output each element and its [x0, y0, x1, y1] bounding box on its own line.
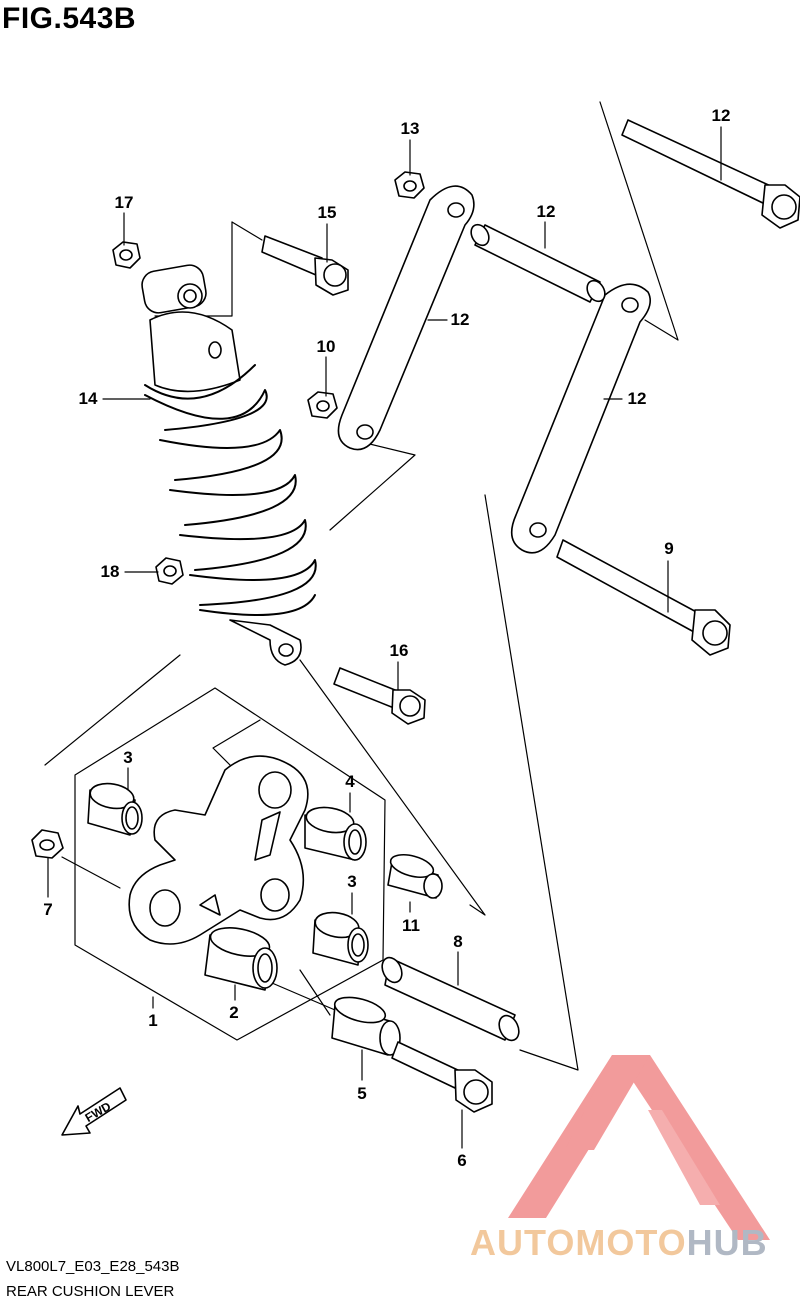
- callout-14: 12: [711, 106, 731, 125]
- link-12-right: [510, 283, 651, 554]
- diagram-code: VL800L7_E03_E28_543B: [6, 1258, 180, 1275]
- watermark-part1: AUTOMOTO: [470, 1222, 687, 1263]
- bolt-18: [333, 667, 426, 725]
- diagram-caption: REAR CUSHION LEVER: [6, 1283, 175, 1300]
- callout-11: 11: [402, 916, 420, 935]
- bushing-2: [204, 927, 278, 991]
- callout-6: 6: [457, 1151, 467, 1170]
- callout-3-top: 3: [123, 748, 133, 767]
- guide-lines: [44, 101, 679, 1071]
- bushing-3-bottom: [312, 911, 369, 966]
- nut-19-top: [112, 241, 141, 269]
- bolt-14: [621, 119, 800, 229]
- watermark-text: AUTOMOTOHUB: [470, 1222, 768, 1264]
- callout-2: 2: [229, 1003, 239, 1022]
- callout-12-right: 12: [627, 389, 647, 408]
- callout-10: 10: [316, 337, 336, 356]
- callout-7: 7: [43, 900, 53, 919]
- callout-18: 16: [389, 641, 409, 660]
- callout-4: 4: [345, 772, 355, 791]
- pipe-13: [470, 223, 606, 303]
- callout-15: 13: [400, 119, 420, 138]
- fwd-arrow-icon: FWD: [61, 1087, 127, 1136]
- nut-19-bottom: [155, 557, 184, 585]
- callout-19-bottom: 18: [100, 562, 120, 581]
- bushing-4: [304, 806, 367, 861]
- figure-title: FIG.543B: [2, 2, 137, 35]
- shock-absorber: [141, 264, 317, 666]
- callout-5: 5: [357, 1084, 367, 1103]
- bushing-3-top: [87, 782, 143, 836]
- callout-3-bottom: 3: [347, 872, 357, 891]
- nut-7: [31, 829, 64, 859]
- watermark-logo: [508, 1055, 770, 1240]
- callout-16: 14: [78, 389, 98, 408]
- leader-lines: [47, 126, 722, 1149]
- nut-15: [394, 171, 425, 199]
- callout-8: 8: [453, 932, 463, 951]
- bolt-9: [556, 539, 731, 656]
- callout-13: 12: [536, 202, 556, 221]
- bolt-6: [391, 1041, 493, 1113]
- callout-17: 15: [317, 203, 337, 222]
- collar-11: [387, 853, 443, 899]
- watermark-part2: HUB: [686, 1222, 768, 1263]
- callout-9: 9: [664, 539, 674, 558]
- bolt-17: [261, 235, 349, 296]
- nut-10: [307, 391, 338, 419]
- collar-5: [331, 996, 401, 1056]
- link-12-left: [337, 185, 475, 451]
- callout-1: 1: [148, 1011, 158, 1030]
- lever-frame: [74, 687, 386, 1041]
- callout-12-left: 12: [450, 310, 470, 329]
- callout-19-top: 17: [114, 193, 134, 212]
- cushion-lever: [128, 755, 309, 945]
- pipe-8: [381, 956, 520, 1042]
